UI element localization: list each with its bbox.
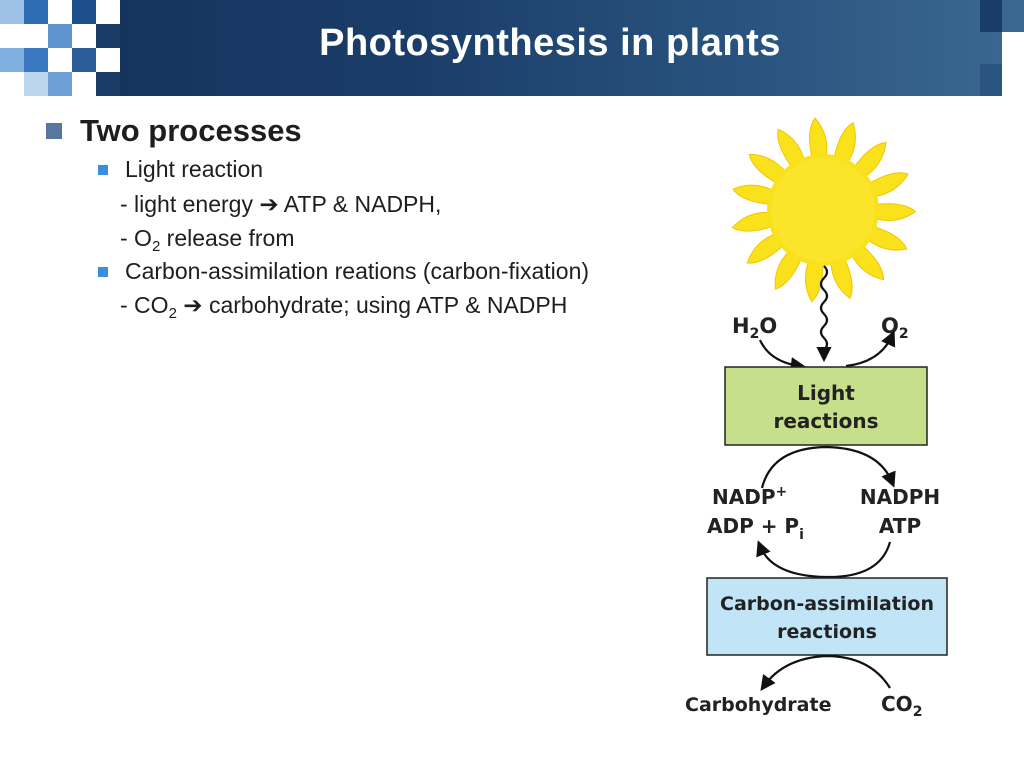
square-bullet-icon (98, 164, 108, 175)
sub-bullet-text: Light reaction (125, 156, 264, 182)
carbon-box-line1: Carbon-assimilation (720, 593, 934, 615)
page-title: Photosynthesis in plants (319, 22, 781, 64)
bullet-text: Two processes (80, 113, 302, 148)
arrow-nadph-out (760, 445, 896, 489)
atp-label: ATP (879, 514, 921, 538)
arrow-adp-return (756, 540, 892, 579)
nadph-label: NADPH (860, 485, 940, 509)
adp-label: ADP + Pi (707, 514, 804, 543)
co2-carbohydrate-line: - CO2 ➔ carbohydrate; using ATP & NADPH (120, 292, 568, 322)
square-bullet-icon (46, 123, 62, 139)
light-box-line2: reactions (773, 409, 878, 433)
bullet-two-processes: Two processes (46, 113, 302, 149)
sub-bullet-text: Carbon-assimilation reations (carbon-fix… (125, 258, 590, 284)
o2-label: O2 (881, 314, 909, 342)
sub-bullet-light-reaction: Light reaction (98, 156, 263, 183)
sub-bullet-carbon-assimilation: Carbon-assimilation reations (carbon-fix… (98, 258, 589, 285)
co2-label: CO2 (881, 692, 922, 720)
o2-release-line: - O2 release from (120, 225, 295, 255)
light-wave-icon (816, 265, 832, 363)
square-bullet-icon (98, 266, 108, 277)
slide-header: Photosynthesis in plants (0, 0, 1024, 96)
checker-pattern-left (0, 0, 120, 96)
arrow-right-icon: ➔ (259, 191, 279, 217)
light-energy-line: - light energy ➔ ATP & NADPH, (120, 191, 442, 217)
light-reactions-box (724, 366, 928, 446)
h2o-label: H2O (732, 314, 777, 342)
carbon-assimilation-box (706, 577, 948, 656)
carbon-box-line2: reactions (777, 621, 877, 643)
arrow-h2o-in (758, 339, 807, 373)
arrow-right-icon: ➔ (183, 292, 203, 318)
slide-content: Two processes Light reaction - light ene… (46, 113, 589, 322)
arrow-co2-to-carbohydrate (760, 654, 891, 692)
checker-pattern-right (980, 0, 1024, 96)
sun-icon (731, 117, 917, 303)
nadp-label: NADP+ (712, 484, 787, 509)
photosynthesis-diagram: H2O O2 Light reactions NADP+ ADP + Pi NA… (685, 117, 948, 720)
carbohydrate-label: Carbohydrate (685, 694, 831, 716)
light-box-line1: Light (797, 381, 855, 405)
arrow-o2-out (845, 330, 896, 368)
